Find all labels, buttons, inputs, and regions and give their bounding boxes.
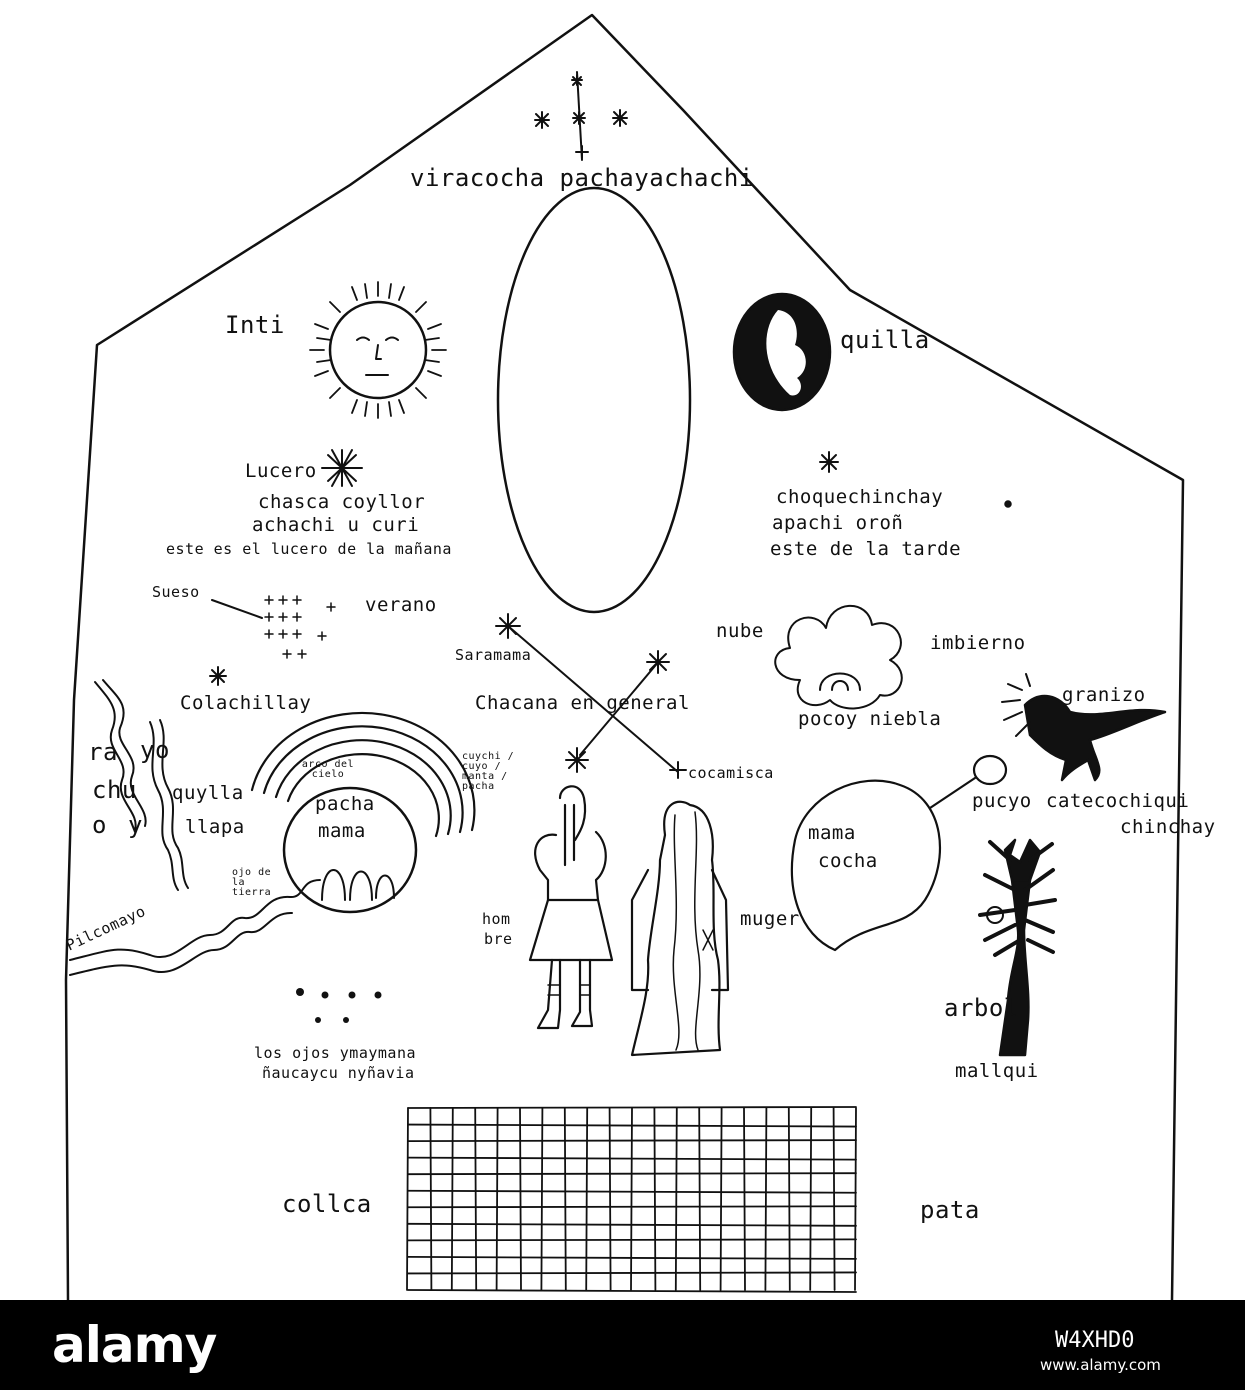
lightning-icon: [149, 719, 189, 891]
label-colachillay: Colachillay: [180, 692, 312, 714]
label-cuychi: cuychi / cuyo / manta / pacha: [462, 751, 515, 792]
label-granizo: granizo: [1062, 684, 1146, 706]
label-pocoy: pocoy niebla: [798, 708, 942, 730]
evening-star-icon: [819, 451, 839, 473]
star-cluster-icon: [264, 595, 336, 659]
colachillay-star-icon: [209, 666, 227, 686]
label-o-right: y: [128, 811, 143, 839]
label-quylla: quylla: [172, 782, 244, 804]
label-quilla: quilla: [840, 326, 930, 354]
label-mama: mama: [318, 820, 366, 842]
label-hombre-2: bre: [484, 930, 513, 948]
rainbow-icon: [250, 711, 476, 838]
label-rayo-right: yo: [140, 736, 170, 764]
label-arbol: arbol: [944, 994, 1019, 1022]
drawing-lines: [64, 13, 1185, 1300]
footer-url: www.alamy.com: [1040, 1356, 1161, 1374]
evening-dot-icon: [1004, 500, 1012, 508]
collca-grid-icon: [406, 1106, 857, 1293]
label-chacana: Chacana en general: [475, 692, 690, 714]
label-mamacocha-2: cocha: [818, 850, 878, 872]
chacana-cross-icon: [495, 613, 687, 779]
label-manana: este es el lucero de la mañana: [166, 540, 452, 558]
label-lucero: Lucero: [245, 460, 317, 482]
top-stars-icon: [534, 71, 628, 161]
label-ojo: ojo de la tierra: [232, 867, 272, 898]
label-chuquechinchay: choquechinchay: [776, 486, 944, 508]
label-pata: pata: [920, 1196, 980, 1224]
gable-outline: [64, 13, 1185, 1300]
sun-icon: [309, 281, 447, 419]
central-oval: [496, 186, 692, 614]
label-mallqui: mallqui: [955, 1060, 1039, 1082]
cloud-icon: [774, 604, 903, 710]
label-collca: collca: [282, 1190, 372, 1218]
label-chasca: chasca coyllor: [258, 491, 426, 513]
stock-footer: alamy W4XHD0 www.alamy.com: [0, 1300, 1245, 1390]
label-achachi: achachi u curi: [252, 514, 420, 536]
morning-star-icon: [321, 449, 363, 487]
label-imbierno: imbierno: [930, 632, 1026, 654]
footer-logo: alamy: [52, 1316, 217, 1374]
eye-dots-icon: [296, 988, 382, 1023]
footer-image-code: W4XHD0: [1055, 1328, 1135, 1353]
label-chinchay: chinchay: [1120, 816, 1216, 838]
river-icon: [94, 679, 147, 831]
pachamama-circle-icon: [282, 786, 418, 914]
label-mamacocha-1: mama: [808, 822, 856, 844]
label-pacha: pacha: [315, 793, 375, 815]
label-llapa: llapa: [185, 816, 245, 838]
hail-creature-icon: [1001, 673, 1167, 782]
label-hombre-1: hom: [482, 910, 511, 928]
label-saramama: Saramama: [455, 646, 532, 664]
label-suso: Sueso: [152, 583, 200, 601]
label-inti: Inti: [225, 311, 285, 339]
label-tarde: este de la tarde: [770, 538, 962, 560]
label-chu: chu: [92, 776, 137, 804]
pilcomayo-river-icon: [69, 879, 321, 976]
label-o-left: o: [92, 811, 107, 839]
label-rayo-left: ra: [88, 738, 118, 766]
tree-icon: [978, 838, 1057, 1057]
label-muger: muger: [740, 908, 800, 930]
label-arco: arco del cielo: [301, 759, 355, 780]
label-pucyo: pucyo: [972, 790, 1032, 812]
suso-line: [211, 599, 263, 619]
mamacocha-bubble-icon: [790, 754, 1008, 952]
label-cocamisca: cocamisca: [688, 764, 774, 782]
label-apachi: apachi oroñ: [772, 512, 904, 534]
cosmology-drawing: viracocha pachayachachi Inti quilla Luce…: [63, 13, 1216, 1300]
woman-figure-icon: [630, 800, 730, 1057]
label-ojos-1: los ojos ymaymana: [254, 1044, 417, 1062]
moon-icon: [732, 292, 832, 412]
label-catequil: catecochiqui: [1046, 790, 1190, 812]
label-viracocha: viracocha pachayachachi: [410, 164, 754, 192]
label-nube: nube: [716, 620, 764, 642]
label-ojos-2: ñaucaycu nyñavia: [262, 1064, 415, 1082]
man-figure-icon: [528, 785, 614, 1030]
label-verano: verano: [365, 594, 437, 616]
